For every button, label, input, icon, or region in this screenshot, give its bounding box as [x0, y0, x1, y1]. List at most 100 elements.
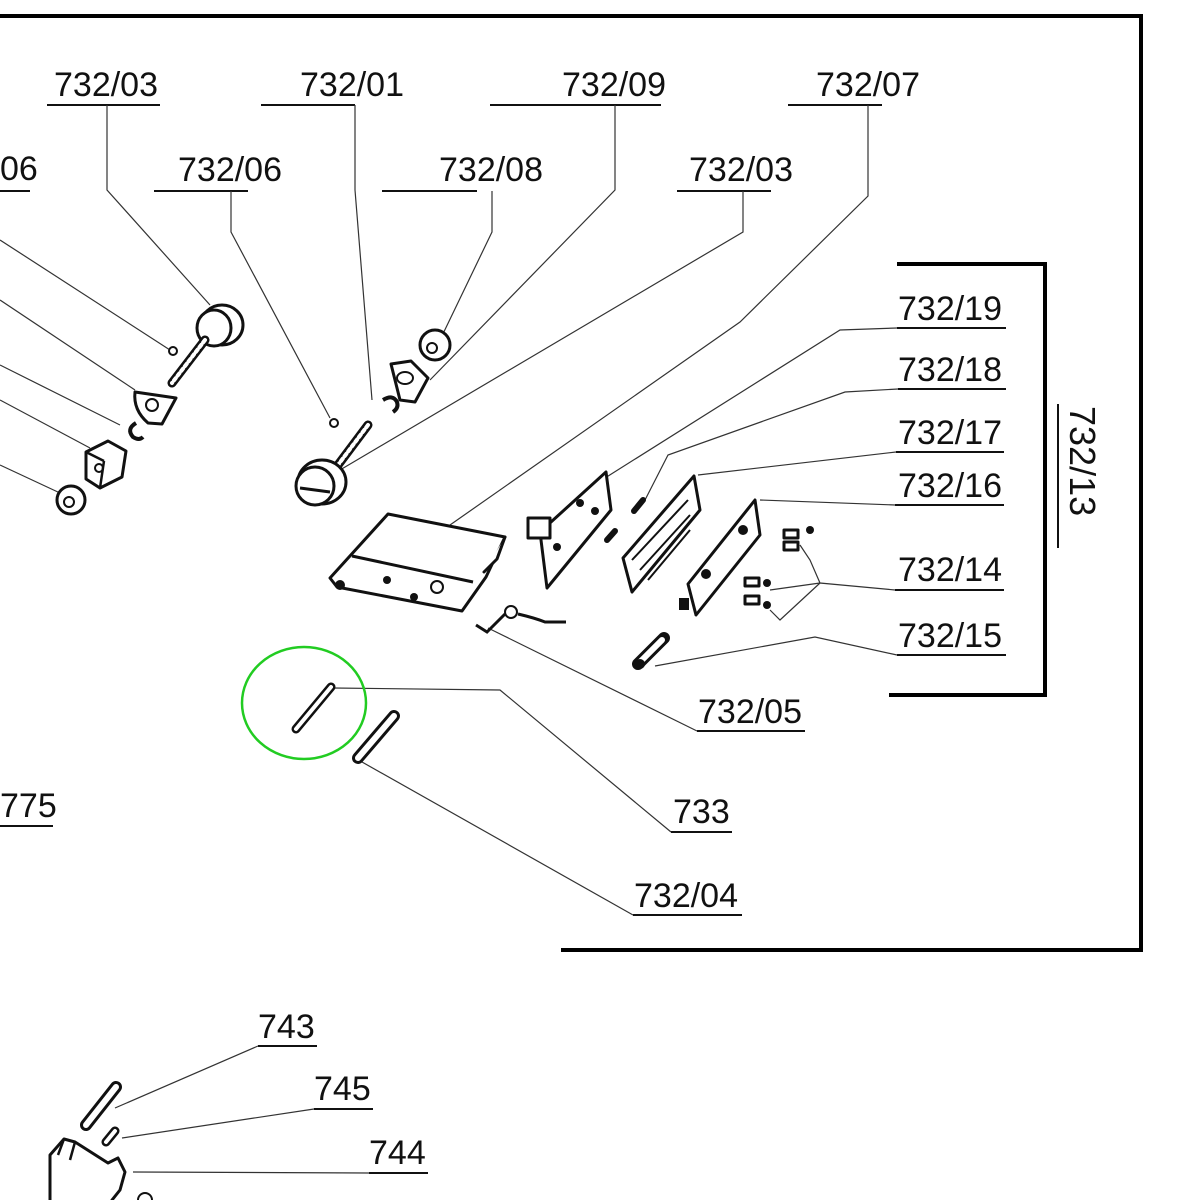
label-text: 732/03 — [54, 66, 158, 104]
label-text: 732/16 — [898, 467, 1002, 505]
block-hole — [94, 463, 104, 473]
plate-tab — [679, 598, 689, 610]
screw — [743, 576, 771, 609]
label-732-17[interactable]: 732/17 — [896, 414, 1004, 453]
label-text: 732/06 — [178, 151, 282, 189]
label-732-01[interactable]: 732/01 — [261, 66, 404, 106]
label-text: 732/05 — [698, 693, 802, 731]
screw-head — [763, 579, 771, 587]
label-732-16[interactable]: 732/16 — [895, 467, 1004, 506]
label-732-06[interactable]: 732/06 — [154, 151, 282, 192]
part-latch-housing-17[interactable] — [621, 474, 702, 594]
part-hinge-plate[interactable] — [328, 512, 507, 613]
block-edge — [85, 450, 105, 463]
bracket-hole — [553, 543, 561, 551]
label-text: 744 — [369, 1134, 426, 1172]
screw — [782, 526, 814, 552]
part-clip-middle[interactable] — [381, 395, 400, 414]
part-latch-plate-16[interactable] — [679, 498, 762, 617]
label-text: 732/18 — [898, 351, 1002, 389]
part-block-left[interactable] — [84, 439, 128, 490]
block-edge — [56, 1138, 66, 1156]
part-screws-14[interactable] — [743, 526, 814, 609]
label-text: 732/03 — [689, 151, 793, 189]
pin-fill — [294, 685, 333, 731]
label-text: 732/09 — [562, 66, 666, 104]
pin — [631, 497, 646, 514]
part-ball-left[interactable] — [168, 346, 178, 356]
part-cam-middle[interactable] — [389, 359, 430, 404]
label-732-13-group[interactable]: 732/13 — [1062, 406, 1103, 516]
screw-threads — [336, 423, 370, 467]
group-label-text: 732/13 — [1062, 406, 1103, 516]
part-pin-733[interactable] — [291, 682, 336, 734]
pin-end — [635, 659, 645, 669]
spring-arm — [517, 612, 566, 624]
plate-fold — [351, 554, 474, 584]
label-732-18[interactable]: 732/18 — [898, 351, 1006, 390]
part-pin-15[interactable] — [632, 632, 670, 670]
label-733[interactable]: 733 — [671, 793, 732, 833]
washer-hole — [63, 496, 75, 508]
part-cam-left[interactable] — [133, 390, 178, 426]
label-732-08[interactable]: 732/08 — [382, 151, 543, 192]
label-text: 732/07 — [816, 66, 920, 104]
part-spring[interactable] — [475, 605, 566, 634]
part-ball-middle[interactable] — [329, 418, 339, 428]
plate-hole — [335, 580, 345, 590]
washer-hole — [426, 342, 438, 354]
label-732-03-b[interactable]: 732/03 — [677, 151, 793, 192]
block-edge — [68, 1141, 77, 1161]
label-732-14[interactable]: 732/14 — [895, 551, 1004, 591]
cam-body — [133, 390, 178, 426]
leader-lines — [0, 105, 899, 1174]
label-732-05[interactable]: 732/05 — [697, 693, 805, 732]
pin-inner — [637, 637, 665, 665]
part-screw-left[interactable] — [167, 303, 245, 388]
part-screw-middle[interactable] — [294, 420, 373, 507]
part-block-744[interactable] — [48, 1137, 153, 1200]
part-washer-left[interactable] — [55, 484, 87, 516]
block-body — [48, 1137, 127, 1200]
label-text: 743 — [258, 1008, 315, 1046]
part-pins-18[interactable] — [604, 497, 646, 543]
screw-slot — [299, 486, 331, 494]
bracket-hole — [591, 507, 599, 515]
label-775[interactable]: 775 — [0, 787, 57, 827]
label-732-19[interactable]: 732/19 — [897, 290, 1006, 329]
part-washer-middle[interactable] — [418, 328, 452, 362]
label-744[interactable]: 744 — [369, 1134, 428, 1174]
cam-body — [389, 359, 430, 404]
label-text: 732/14 — [898, 551, 1002, 589]
pin — [604, 528, 618, 543]
label-732-15[interactable]: 732/15 — [897, 617, 1006, 656]
screw-body — [743, 594, 761, 606]
screw-body — [743, 576, 761, 588]
label-06-left[interactable]: 06 — [0, 150, 38, 192]
bracket-body — [538, 470, 613, 590]
part-pin-732-04[interactable] — [352, 710, 400, 764]
cam-hole — [145, 398, 159, 412]
pin-fill — [83, 1084, 119, 1128]
screw-threads — [170, 338, 207, 385]
cam-hole — [396, 371, 414, 385]
highlight-circle — [240, 645, 368, 761]
label-732-07[interactable]: 732/07 — [788, 66, 920, 106]
plate-tab — [482, 535, 507, 574]
part-pin-743[interactable] — [80, 1081, 122, 1131]
part-pin-745[interactable] — [101, 1126, 120, 1147]
group-bracket — [889, 262, 1047, 697]
part-clip-left[interactable] — [128, 421, 145, 441]
label-732-09[interactable]: 732/09 — [490, 66, 666, 106]
part-latch-bracket-19[interactable] — [526, 470, 613, 590]
plate-hole — [738, 525, 748, 535]
spring-leg — [475, 612, 507, 634]
block-edge — [98, 460, 106, 489]
label-text: 06 — [0, 150, 38, 188]
label-732-03-a[interactable]: 732/03 — [47, 66, 160, 106]
spring-coil — [504, 605, 518, 619]
label-743[interactable]: 743 — [258, 1008, 317, 1047]
label-745[interactable]: 745 — [314, 1070, 373, 1110]
screw-head — [806, 526, 814, 534]
label-732-04[interactable]: 732/04 — [633, 877, 742, 916]
